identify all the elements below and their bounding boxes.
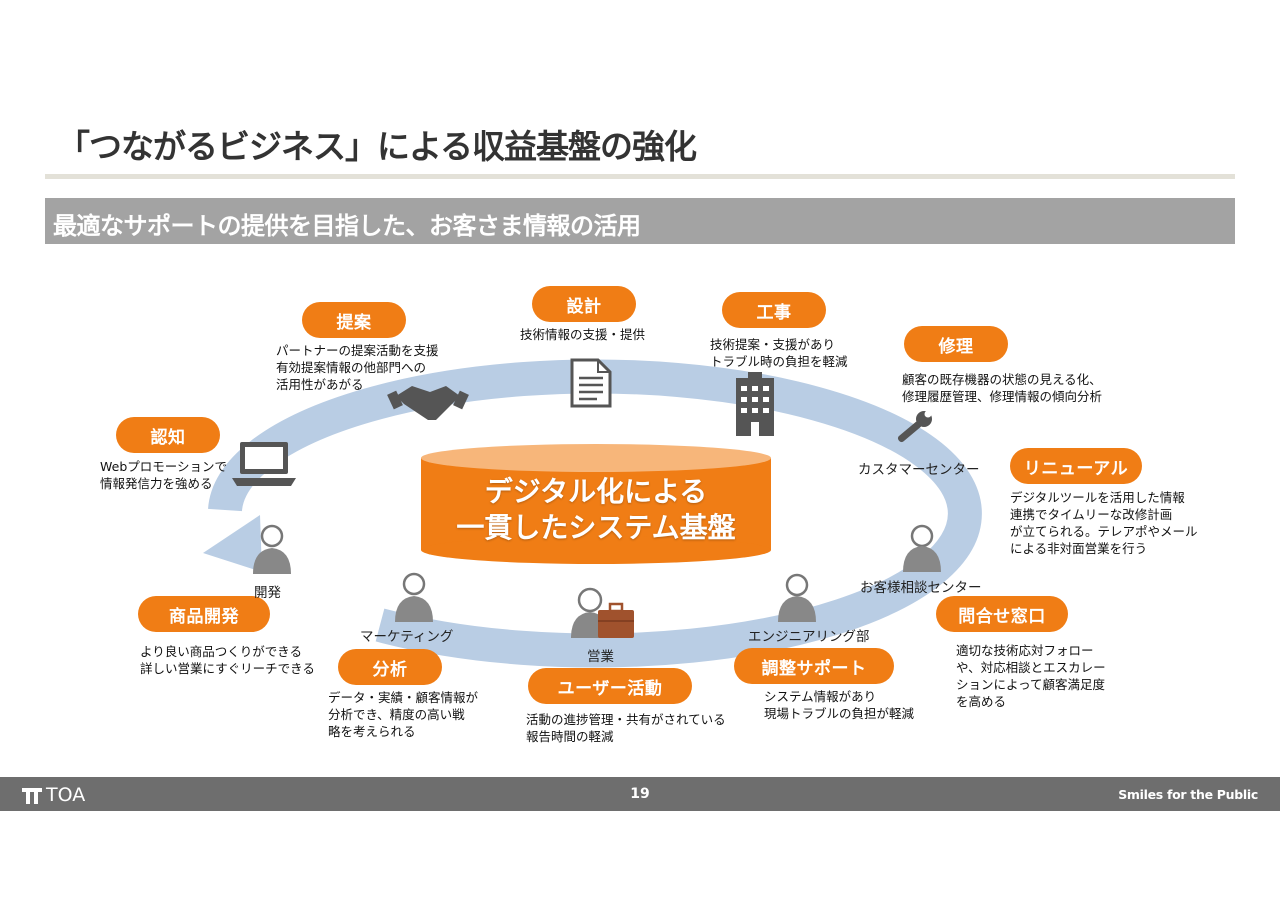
role-eigyou: 営業	[587, 649, 614, 665]
stage-renewal-desc: デジタルツールを活用した情報 連携でタイムリーな改修計画 が立てられる。テレアポ…	[1010, 490, 1198, 556]
person-icon-engineering	[778, 573, 816, 622]
role-kaihatsu: 開発	[254, 585, 281, 601]
brand-name: TOA	[46, 784, 86, 806]
title-divider	[45, 174, 1235, 179]
footer-bar: TOA 19 Smiles for the Public	[0, 777, 1280, 811]
stage-bunseki-desc: データ・実績・顧客情報が 分析でき、精度の高い戦 略を考えられる	[328, 690, 479, 739]
stage-teian-desc: パートナーの提案活動を支援 有効提案情報の他部門への 活用性があがる	[276, 343, 439, 392]
system-cylinder	[421, 444, 771, 564]
brand-slogan: Smiles for the Public	[1118, 787, 1258, 802]
stage-sekkei-desc: 技術情報の支援・提供	[520, 327, 646, 342]
role-engineering: エンジニアリング部	[748, 629, 870, 645]
stage-renewal-pill: リニューアル	[1010, 448, 1142, 484]
stage-sekkei-pill: 設計	[532, 286, 636, 322]
person-icon-kaihatsu	[253, 524, 291, 574]
stage-ninchi-pill: 認知	[116, 417, 220, 453]
briefcase-icon	[598, 602, 634, 638]
toa-logo: TOA	[22, 784, 85, 806]
stage-shouhin-pill: 商品開発	[138, 596, 270, 632]
stage-user-pill: ユーザー活動	[528, 668, 692, 704]
stage-shouhin-desc: より良い商品つくりができる 詳しい営業にすぐリーチできる	[140, 644, 315, 676]
laptop-icon	[232, 442, 296, 486]
stage-user-desc: 活動の進捗管理・共有がされている 報告時間の軽減	[526, 712, 726, 744]
person-icon-marketing	[395, 572, 433, 622]
center-system-label: デジタル化による 一貫したシステム基盤	[456, 475, 736, 544]
stage-toiawase-pill: 問合せ窓口	[936, 596, 1068, 632]
subtitle: 最適なサポートの提供を目指した、お客さま情報の活用	[53, 212, 641, 240]
stage-chousei-pill: 調整サポート	[734, 648, 894, 684]
subtitle-bar: 最適なサポートの提供を目指した、お客さま情報の活用	[45, 198, 1235, 244]
role-marketing: マーケティング	[360, 629, 454, 645]
stage-kouji-pill: 工事	[722, 292, 826, 328]
toa-logo-mark-icon	[22, 788, 42, 804]
slide-title: 「つながるビジネス」による収益基盤の強化	[57, 127, 697, 166]
stage-shuri-desc: 顧客の既存機器の状態の見える化、 修理履歴管理、修理情報の傾向分析	[902, 372, 1103, 404]
role-soudan: お客様相談センター	[860, 580, 982, 596]
wrench-icon	[897, 410, 932, 443]
stage-kouji-desc: 技術提案・支援があり トラブル時の負担を軽減	[710, 337, 848, 369]
document-icon	[570, 358, 612, 408]
person-icon-soudan	[903, 524, 941, 572]
stage-teian-pill: 提案	[302, 302, 406, 338]
stage-chousei-desc: システム情報があり 現場トラブルの負担が軽減	[764, 689, 915, 721]
stage-bunseki-pill: 分析	[338, 649, 442, 685]
building-icon	[736, 372, 774, 436]
stage-ninchi-desc: Webプロモーションで 情報発信力を強める	[100, 459, 228, 491]
handshake-icon	[387, 386, 469, 420]
role-customer-center: カスタマーセンター	[858, 462, 980, 478]
stage-toiawase-desc: 適切な技術応対フォロー や、対応相談とエスカレー ションによって顧客満足度 を高…	[956, 643, 1106, 709]
stage-shuri-pill: 修理	[904, 326, 1008, 362]
page-number: 19	[630, 786, 650, 802]
cycle-arrowhead	[203, 515, 262, 572]
cycle-ring	[208, 359, 982, 668]
